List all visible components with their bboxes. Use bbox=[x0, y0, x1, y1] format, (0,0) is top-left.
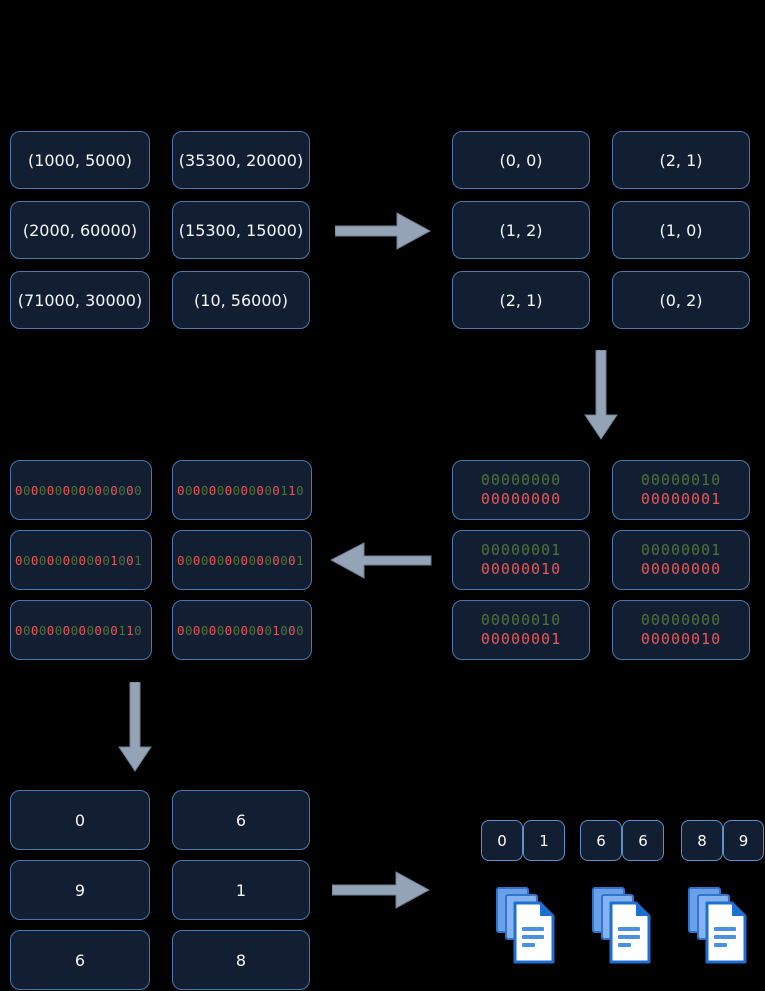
x-bits: 00000000 bbox=[640, 610, 722, 629]
token-digit-box: 0 bbox=[481, 820, 523, 861]
decimal-token-label: 0 bbox=[74, 810, 86, 830]
quantized-coordinate-label: (1, 2) bbox=[499, 220, 543, 240]
token-digit-box: 1 bbox=[523, 820, 565, 861]
token-digit: 6 bbox=[596, 831, 606, 850]
decimal-token-box: 0 bbox=[10, 790, 150, 850]
decimal-token-box: 6 bbox=[172, 790, 310, 850]
quantized-coordinate-box: (2, 1) bbox=[452, 271, 590, 329]
binary-pair-box: 00000000 00000000 bbox=[452, 460, 590, 520]
decimal-token-box: 6 bbox=[10, 930, 150, 990]
quantized-coordinate-label: (0, 0) bbox=[499, 150, 543, 170]
token-digit: 6 bbox=[638, 831, 648, 850]
arrow-right-icon bbox=[334, 212, 432, 254]
decimal-token-label: 6 bbox=[235, 810, 247, 830]
raw-coordinate-label: (1000, 5000) bbox=[27, 150, 133, 170]
arrow-down-icon bbox=[584, 349, 618, 444]
token-digit: 9 bbox=[738, 831, 749, 850]
x-bits: 00000010 bbox=[640, 470, 722, 489]
raw-coordinate-box: (2000, 60000) bbox=[10, 201, 150, 259]
quantized-coordinate-label: (0, 2) bbox=[659, 290, 703, 310]
raw-coordinate-box: (10, 56000) bbox=[172, 271, 310, 329]
arrow-left-icon bbox=[329, 542, 432, 583]
quantized-coordinate-box: (1, 0) bbox=[612, 201, 750, 259]
decimal-token-box: 8 bbox=[172, 930, 310, 990]
y-bits: 00000000 bbox=[640, 560, 722, 578]
raw-coordinate-label: (10, 56000) bbox=[194, 290, 288, 310]
arrow-down-icon bbox=[118, 681, 152, 776]
decimal-token-box: 9 bbox=[10, 860, 150, 920]
y-bits: 00000001 bbox=[480, 630, 562, 648]
token-digit-box: 8 bbox=[681, 820, 723, 861]
decimal-token-box: 1 bbox=[172, 860, 310, 920]
documents-stack-icon bbox=[686, 886, 750, 968]
decimal-token-label: 8 bbox=[235, 950, 247, 970]
token-digit-box: 6 bbox=[622, 820, 664, 861]
quantized-coordinate-label: (1, 0) bbox=[659, 220, 703, 240]
token-digit-box: 6 bbox=[580, 820, 622, 861]
raw-coordinate-label: (2000, 60000) bbox=[22, 220, 138, 240]
x-bits: 00000010 bbox=[480, 610, 562, 629]
binary-pair-box: 00000000 00000010 bbox=[612, 600, 750, 660]
x-bits: 00000001 bbox=[480, 540, 562, 559]
raw-coordinate-box: (71000, 30000) bbox=[10, 271, 150, 329]
binary-pair-box: 00000001 00000010 bbox=[452, 530, 590, 590]
documents-stack-icon bbox=[590, 886, 654, 968]
arrow-right-icon bbox=[331, 871, 431, 913]
y-bits: 00000001 bbox=[640, 490, 722, 508]
quantized-coordinate-box: (0, 0) bbox=[452, 131, 590, 189]
quantized-coordinate-label: (2, 1) bbox=[659, 150, 703, 170]
y-bits: 00000010 bbox=[640, 630, 722, 648]
raw-coordinate-label: (35300, 20000) bbox=[178, 150, 304, 170]
raw-coordinate-box: (35300, 20000) bbox=[172, 131, 310, 189]
quantized-coordinate-label: (2, 1) bbox=[499, 290, 543, 310]
token-digit: 0 bbox=[497, 831, 507, 850]
y-bits: 00000010 bbox=[480, 560, 562, 578]
token-digit: 8 bbox=[697, 831, 707, 850]
documents-stack-icon bbox=[494, 886, 558, 968]
y-bits: 00000000 bbox=[480, 490, 562, 508]
decimal-token-label: 1 bbox=[235, 880, 247, 900]
binary-pair-box: 00000010 00000001 bbox=[452, 600, 590, 660]
x-bits: 00000001 bbox=[640, 540, 722, 559]
token-digit: 1 bbox=[539, 831, 549, 850]
raw-coordinate-box: (1000, 5000) bbox=[10, 131, 150, 189]
raw-coordinate-label: (15300, 15000) bbox=[178, 220, 304, 240]
raw-coordinate-box: (15300, 15000) bbox=[172, 201, 310, 259]
quantized-coordinate-box: (2, 1) bbox=[612, 131, 750, 189]
quantized-coordinate-box: (0, 2) bbox=[612, 271, 750, 329]
binary-pair-box: 00000010 00000001 bbox=[612, 460, 750, 520]
raw-coordinate-label: (71000, 30000) bbox=[17, 290, 143, 310]
token-digit-box: 9 bbox=[723, 820, 764, 861]
x-bits: 00000000 bbox=[480, 470, 562, 489]
decimal-token-label: 6 bbox=[74, 950, 86, 970]
binary-pair-box: 00000001 00000000 bbox=[612, 530, 750, 590]
quantized-coordinate-box: (1, 2) bbox=[452, 201, 590, 259]
decimal-token-label: 9 bbox=[74, 880, 86, 900]
